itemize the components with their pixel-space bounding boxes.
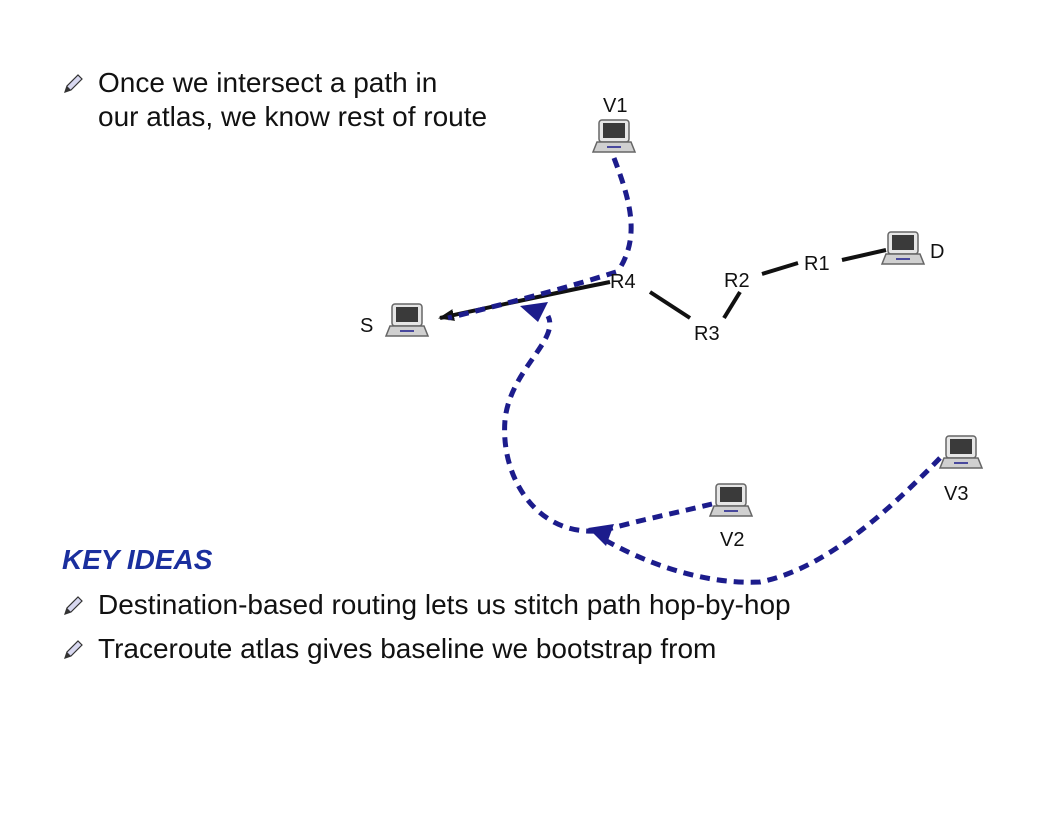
host-v3-laptop-icon [939,435,983,469]
link-d-r1 [841,248,887,262]
key-idea-bullet: Traceroute atlas gives baseline we boots… [62,632,716,666]
router-r1-label: R1 [804,253,830,275]
pencil-bullet-icon [64,74,83,93]
host-s-laptop-icon [385,303,429,337]
host-v1-laptop-icon [592,119,636,153]
intro-bullet: Once we intersect a path in our atlas, w… [62,66,487,134]
key-ideas-heading: KEY IDEAS [62,544,213,575]
link-r1-r2 [761,261,799,276]
key-idea-text: Destination-based routing lets us stitch… [98,589,791,620]
key-idea-bullet: Destination-based routing lets us stitch… [62,588,791,622]
host-d-label: D [930,241,944,263]
host-d-laptop-icon [881,231,925,265]
host-v3-label: V3 [944,483,968,505]
router-r4-label: R4 [610,271,636,293]
router-r2-label: R2 [724,270,750,292]
dashed-arrowhead-upper [520,302,548,322]
dashed-path-r4-s [447,269,617,321]
host-v1-label: V1 [603,95,627,117]
dashed-arrowhead-lower [588,524,614,546]
link-r3-r4 [648,290,692,320]
pencil-bullet-icon [64,640,83,659]
key-idea-text: Traceroute atlas gives baseline we boots… [98,633,717,664]
link-r2-r3 [722,290,742,320]
router-r3-label: R3 [694,323,720,345]
dashed-path-v1 [611,157,634,270]
host-v2-label: V2 [720,529,744,551]
dashed-path-v2 [502,314,713,534]
pencil-bullet-icon [64,596,83,615]
intro-bullet-text: Once we intersect a path in our atlas, w… [98,67,488,132]
dashed-path-v3 [603,456,942,585]
host-v2-laptop-icon [709,483,753,517]
host-s-label: S [360,315,373,337]
